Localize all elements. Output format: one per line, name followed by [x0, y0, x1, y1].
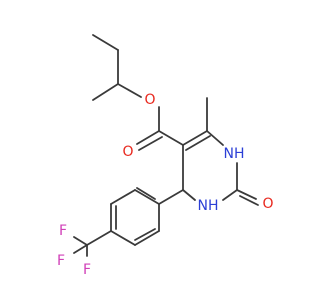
bond — [73, 244, 88, 254]
oxo-oxygen-label: O — [262, 196, 273, 212]
bond — [158, 189, 184, 205]
bond — [182, 130, 208, 146]
bond — [110, 230, 136, 246]
fluorine-bottom-label: F — [83, 262, 91, 278]
bond — [117, 83, 142, 98]
bond — [134, 189, 160, 205]
bond — [92, 83, 119, 101]
ester-oxygen-label: O — [144, 92, 155, 108]
carbonyl-oxygen-label: O — [122, 144, 133, 160]
bond — [206, 130, 224, 146]
bond — [134, 228, 156, 241]
molecule-diagram: O O NH NH O F F F — [57, 34, 274, 278]
bond — [92, 34, 119, 51]
fluorine-top-label: F — [59, 223, 67, 239]
bond — [110, 189, 136, 205]
bond — [134, 230, 160, 246]
structure-svg: O O NH NH O F F F — [57, 34, 274, 278]
bond — [185, 135, 211, 151]
bond — [86, 230, 112, 246]
bond — [73, 236, 88, 246]
n1-label: NH — [224, 146, 245, 162]
bond — [138, 136, 163, 151]
bond — [239, 195, 259, 206]
fluorine-left-label: F — [57, 253, 65, 269]
n3-label: NH — [198, 198, 219, 214]
bond — [136, 130, 160, 145]
bond — [136, 187, 156, 200]
bond — [158, 130, 184, 146]
bond — [222, 189, 238, 201]
bond — [236, 189, 257, 200]
bond — [182, 189, 196, 201]
